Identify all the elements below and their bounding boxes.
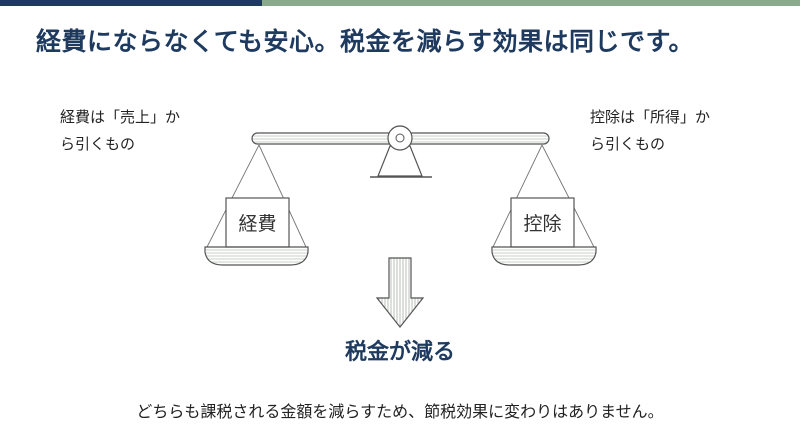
- slide-title: 経費にならなくても安心。税金を減らす効果は同じです。: [36, 27, 695, 56]
- result-text: 税金が減る: [344, 340, 455, 365]
- scale-stand: [370, 145, 432, 178]
- left-note: 経費は「売上」か ら引くもの: [60, 104, 180, 158]
- accent-bar-navy: [0, 0, 262, 6]
- accent-bar-green: [262, 0, 800, 6]
- left-weight-box: [225, 197, 290, 248]
- right-strings: [492, 144, 595, 248]
- left-strings: [206, 144, 307, 248]
- left-note-line1: 経費は「売上」か: [60, 108, 181, 126]
- left-weight-label: 経費: [238, 213, 276, 235]
- left-note-line2: ら引くもの: [60, 135, 136, 153]
- right-note: 控除は「所得」か ら引くもの: [590, 104, 710, 158]
- right-note-line2: ら引くもの: [590, 135, 666, 153]
- left-pan: [204, 246, 309, 266]
- down-arrow-icon: [375, 257, 425, 328]
- right-note-line1: 控除は「所得」か: [590, 108, 711, 126]
- right-pan: [491, 246, 597, 266]
- right-weight-label: 控除: [523, 213, 561, 235]
- footer-text: どちらも課税される金額を減らすため、節税効果に変わりはありません。: [136, 402, 664, 421]
- right-weight-box: [510, 197, 575, 248]
